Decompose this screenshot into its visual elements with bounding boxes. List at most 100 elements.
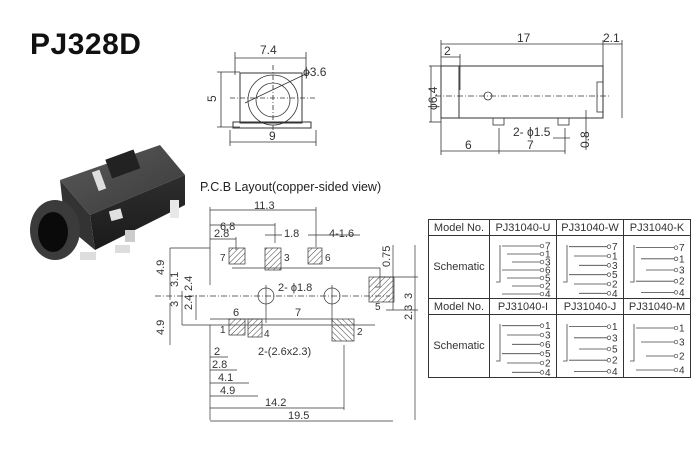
pin-number: 4: [612, 289, 618, 297]
model-w: PJ31040-W: [556, 219, 624, 236]
pin-number: 1: [679, 324, 685, 335]
dim-tab: 2.1: [603, 31, 620, 45]
pin-terminal: [673, 267, 679, 273]
dim-right-2-3: 2.3: [403, 305, 415, 320]
dim-4-9: 4.9: [220, 385, 235, 397]
pin-terminal: [539, 370, 545, 375]
pin-number: 1: [545, 250, 551, 261]
dim-pins: 2- ϕ1.5: [513, 125, 551, 139]
pin-number: 3: [679, 266, 685, 277]
sleeve-contact: [496, 245, 501, 283]
pin-label-1: 1: [220, 325, 226, 336]
dim-hole-7: 7: [295, 307, 301, 319]
dim-4-1: 4.1: [218, 372, 233, 384]
pin-number: 4: [545, 290, 551, 298]
pin-label-3: 3: [284, 253, 290, 264]
dim-width-bottom: 9: [269, 129, 276, 143]
pin-number: 1: [679, 254, 685, 265]
holes-label: 2- ϕ1.8: [278, 282, 312, 294]
pin-number: 1: [612, 252, 618, 263]
pin-terminal: [673, 367, 679, 373]
row-label: Schematic: [428, 235, 490, 299]
pad-2: [331, 318, 355, 342]
dim-left-3: 3: [169, 301, 181, 307]
dim-right-3: 3: [403, 293, 415, 299]
sleeve-contact: [496, 324, 501, 362]
dim-left-3-1: 3.1: [169, 272, 181, 287]
dim-left-4-9-bottom: 4.9: [155, 320, 167, 335]
pin-number: 4: [679, 288, 685, 297]
pin-terminal: [539, 259, 545, 265]
pin-number: 4: [545, 368, 551, 376]
table-row: Model No. PJ31040-I PJ31040-J PJ31040-M: [428, 298, 691, 315]
dim-front: 2: [444, 44, 451, 58]
dim-11-3: 11.3: [254, 200, 275, 212]
pin-label-6: 6: [325, 253, 331, 264]
pin-number: 1: [612, 322, 618, 333]
pin-terminal: [539, 360, 545, 366]
dim-1-8: 1.8: [284, 228, 299, 240]
dim-height: 5: [205, 95, 219, 102]
pin-terminal: [539, 267, 545, 273]
dim-pin-offset: 6: [465, 138, 472, 152]
model-m: PJ31040-M: [623, 298, 691, 315]
pin-number: 2: [679, 352, 685, 363]
model-schematic-table: Model No. PJ31040-U PJ31040-W PJ31040-K …: [428, 219, 691, 378]
pad-3: [264, 247, 282, 271]
pin-terminal: [606, 291, 612, 296]
product-photo: [30, 145, 185, 260]
pin-terminal: [673, 245, 679, 250]
pin-terminal: [673, 256, 679, 261]
pin-terminal: [606, 244, 612, 249]
pin-label-5: 5: [375, 302, 381, 313]
dim-length: 17: [517, 31, 531, 45]
pin-number: 1: [545, 321, 551, 332]
pin-number: 7: [545, 242, 551, 253]
pin-terminal: [673, 353, 679, 359]
dim-width-top: 7.4: [260, 43, 277, 57]
dim-left-2-4-bottom: 2.4: [183, 295, 195, 310]
dim-hole-6: 6: [233, 307, 239, 319]
pin-terminal: [606, 335, 612, 340]
pin-terminal: [539, 291, 545, 297]
pin-number: 6: [545, 340, 551, 351]
pin-terminal: [606, 272, 612, 277]
pin-label-7: 7: [220, 253, 226, 264]
pin-number: 5: [612, 270, 618, 281]
dim-left-2-4-top: 2.4: [183, 276, 195, 291]
dim-2-8-top: 2.8: [214, 228, 229, 240]
header-label: Model No.: [428, 298, 490, 315]
dim-pin-spacing: 7: [527, 138, 534, 152]
pin-number: 3: [545, 258, 551, 269]
pcb-layout-title: P.C.B Layout(copper-sided view): [200, 180, 382, 194]
pin-number: 3: [612, 333, 618, 344]
pin-terminal: [606, 369, 612, 374]
pin-terminal: [539, 332, 545, 338]
pin-terminal: [539, 283, 545, 289]
table-row: Model No. PJ31040-U PJ31040-W PJ31040-K: [428, 219, 691, 236]
pad-4: [247, 318, 263, 338]
pin-terminal: [673, 290, 679, 295]
pin-number: 7: [612, 242, 618, 253]
pcb-layout-drawing: 6.8 11.3 2.8 1.8 4-1.6 7 3 6 5 1 4 2 2- …: [155, 200, 418, 422]
dim-standoff: 0.8: [578, 131, 592, 148]
dim-diameter: ϕ3.6: [303, 65, 327, 79]
dim-right-0-75: 0.75: [381, 246, 393, 267]
model-k: PJ31040-K: [623, 219, 691, 236]
pin-number: 2: [545, 359, 551, 370]
product-title: PJ328D: [30, 28, 142, 61]
dim-left-4-9-top: 4.9: [155, 260, 167, 275]
pin-number: 4: [679, 366, 685, 377]
pin-number: 2: [612, 356, 618, 367]
